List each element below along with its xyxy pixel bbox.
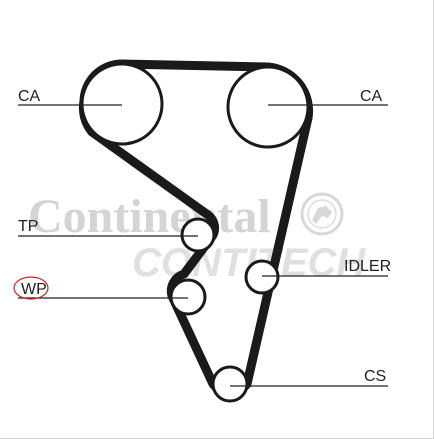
label-tp: TP [18,218,38,235]
label-ca-right: CA [360,88,383,105]
label-idler: IDLER [344,258,391,275]
crankshaft-pulley [211,365,249,403]
label-ca-left: CA [18,88,41,105]
label-wp: WP [21,281,47,298]
label-cs: CS [364,368,386,385]
tensioner-pulley [180,217,216,253]
watermark-brand: Continental [28,190,271,243]
wp-highlight [13,276,49,300]
horse-logo-icon [300,192,344,236]
camshaft-pulley-right [226,65,310,149]
camshaft-pulley-left [80,62,164,146]
watermark: Continental CONTITECH [28,190,366,285]
water-pump-pulley [169,278,207,316]
idler-pulley [244,259,280,295]
leader-lines [18,104,388,387]
